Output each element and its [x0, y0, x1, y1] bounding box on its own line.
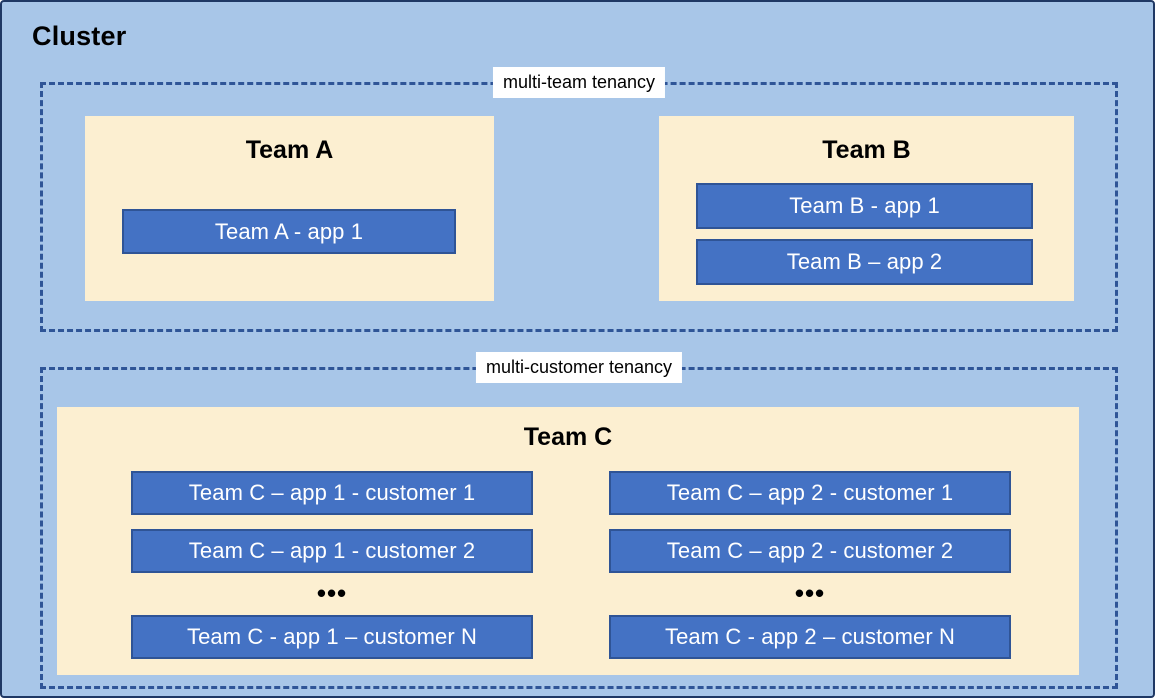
ellipsis-team-c-app-2: •••	[794, 578, 826, 608]
cluster-title: Cluster	[32, 21, 127, 51]
team-box-team-c: Team C Team C – app 1 - customer 1 Team …	[57, 407, 1079, 675]
ellipsis-team-c-app-1: •••	[316, 578, 348, 608]
app-box-team-c-app-2-customer-2[interactable]: Team C – app 2 - customer 2	[609, 529, 1011, 573]
tenancy-group-multi-team-label: multi-team tenancy	[492, 67, 666, 98]
app-box-team-a-app-1[interactable]: Team A - app 1	[122, 209, 456, 254]
app-box-team-c-app-2-customer-1[interactable]: Team C – app 2 - customer 1	[609, 471, 1011, 515]
tenancy-group-multi-customer: multi-customer tenancy	[40, 352, 1118, 689]
app-box-team-c-app-1-customer-1[interactable]: Team C – app 1 - customer 1	[131, 471, 533, 515]
tenancy-group-multi-customer-label: multi-customer tenancy	[475, 352, 683, 383]
team-box-team-a: Team A Team A - app 1	[85, 116, 494, 301]
team-b-title: Team B	[822, 136, 911, 164]
app-box-team-b-app-2[interactable]: Team B – app 2	[696, 239, 1033, 285]
team-a-title: Team A	[245, 136, 334, 164]
team-c-title: Team C	[523, 423, 613, 451]
app-box-team-c-app-2-customer-n[interactable]: Team C - app 2 – customer N	[609, 615, 1011, 659]
app-box-team-b-app-1[interactable]: Team B - app 1	[696, 183, 1033, 229]
tenancy-group-multi-team: multi-team tenancy	[40, 67, 1118, 332]
app-box-team-c-app-1-customer-2[interactable]: Team C – app 1 - customer 2	[131, 529, 533, 573]
team-box-team-b: Team B Team B - app 1 Team B – app 2	[659, 116, 1074, 301]
app-box-team-c-app-1-customer-n[interactable]: Team C - app 1 – customer N	[131, 615, 533, 659]
